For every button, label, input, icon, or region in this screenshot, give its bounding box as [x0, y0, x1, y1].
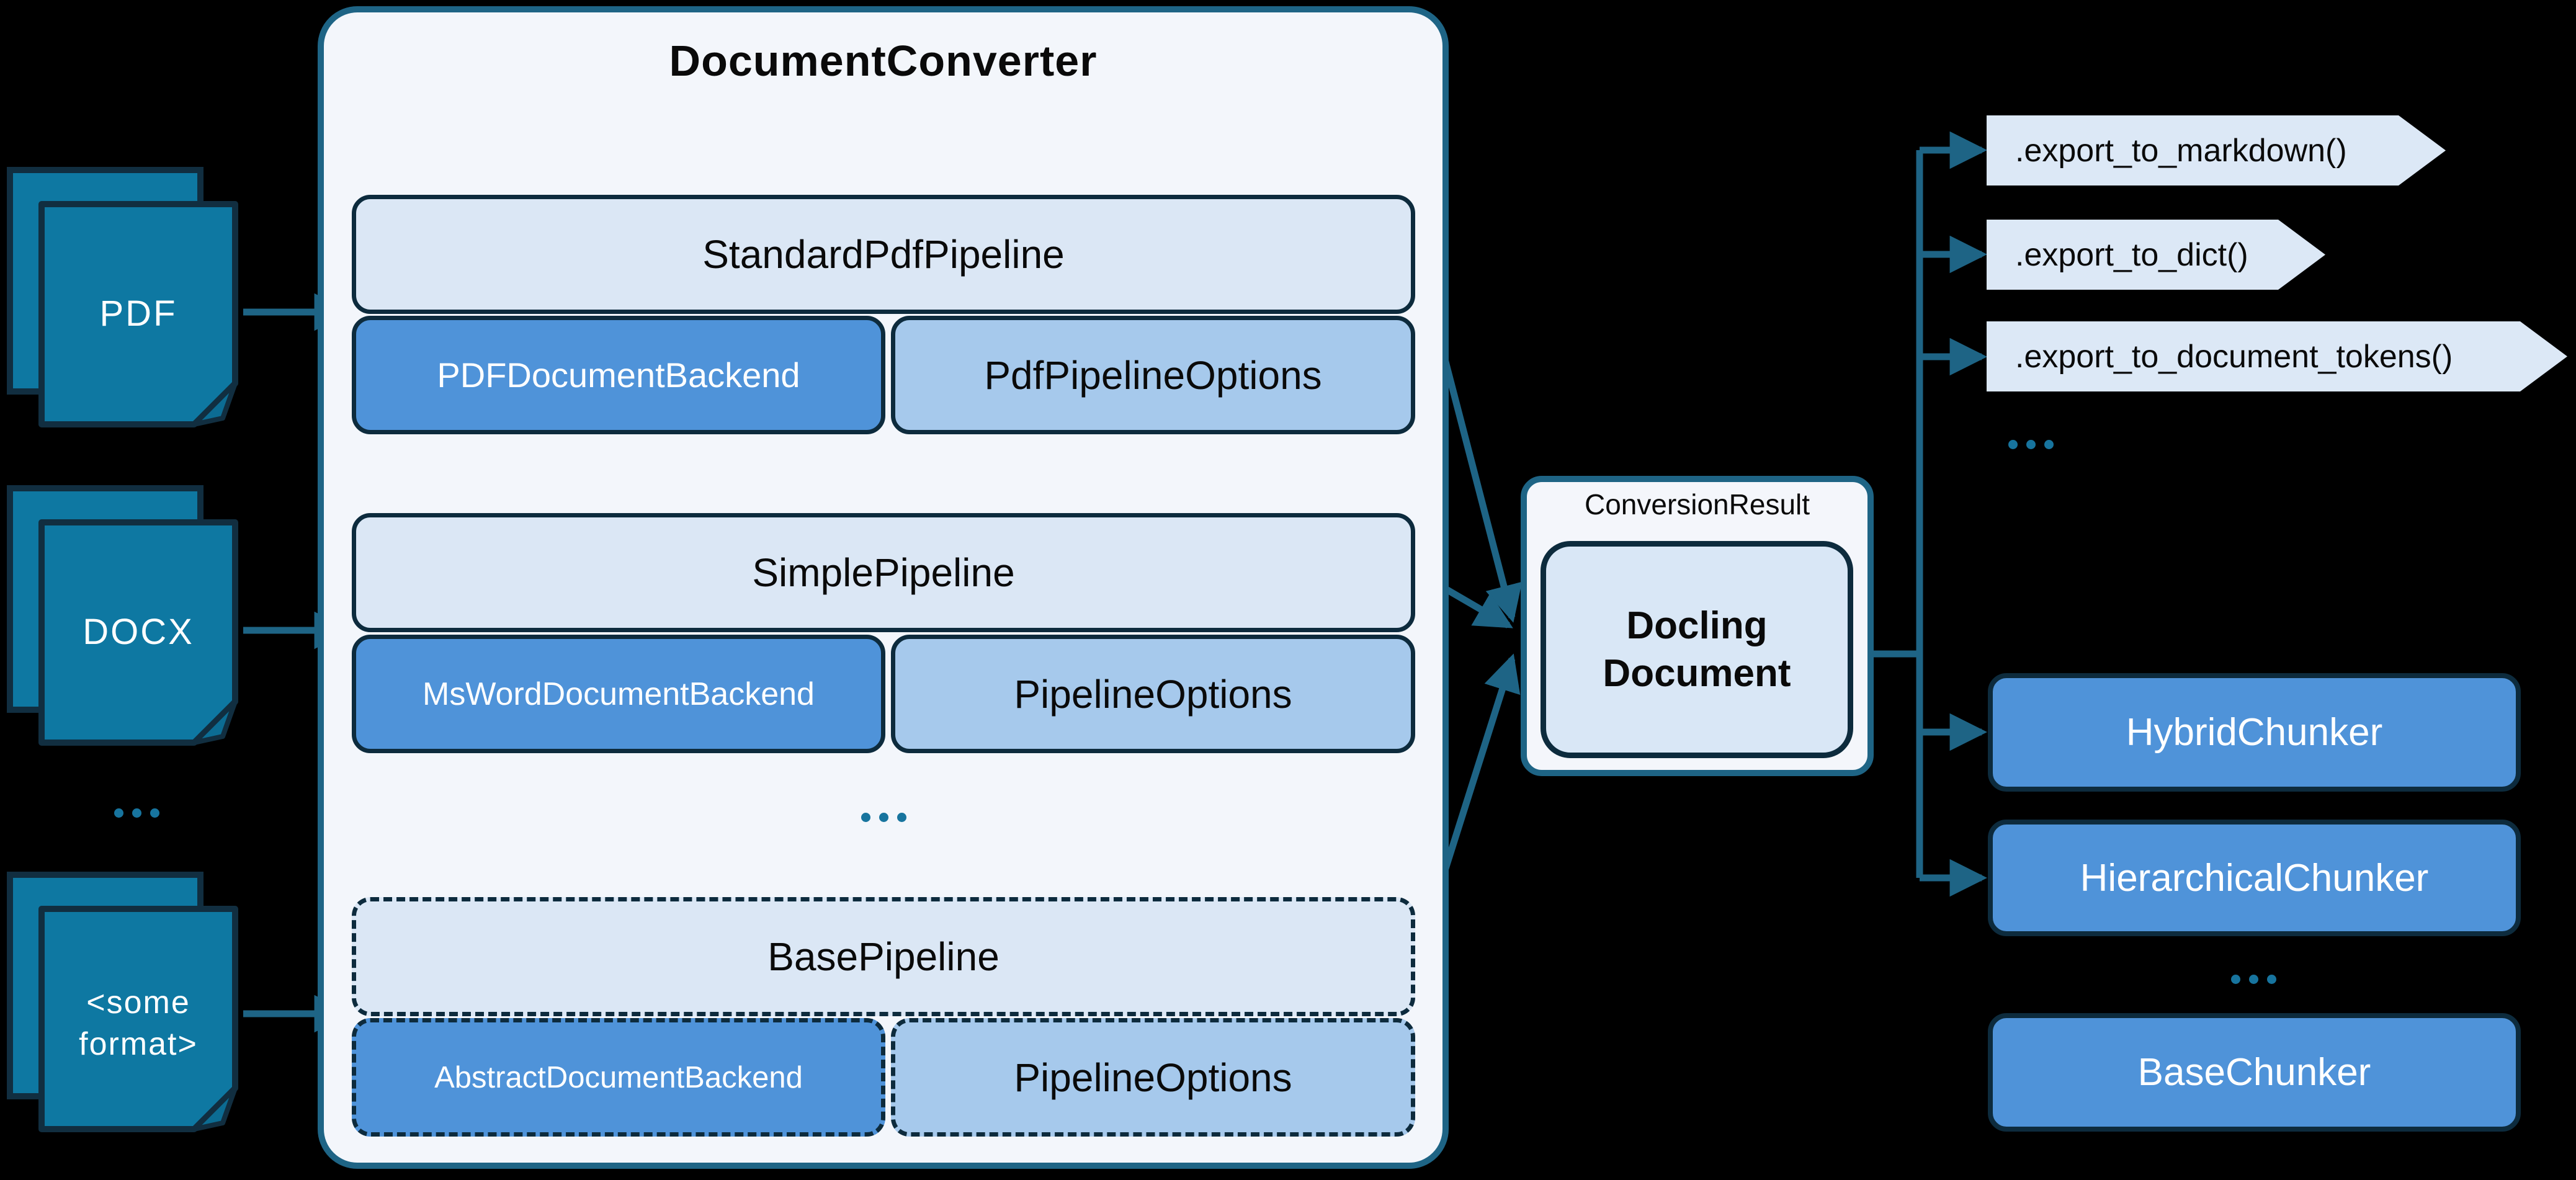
chunker-label: HybridChunker	[2126, 711, 2383, 754]
docling-document-box: Docling Document	[1541, 541, 1853, 758]
source-label-line1: <some	[86, 985, 190, 1021]
options-label: PipelineOptions	[1014, 1055, 1292, 1100]
backend-label: PDFDocumentBackend	[437, 355, 800, 395]
export-chevron-document-tokens: .export_to_document_tokens()	[1987, 321, 2567, 391]
export-label: .export_to_dict()	[2015, 236, 2248, 273]
page-fold	[192, 381, 238, 427]
page-fold	[192, 1086, 238, 1132]
backend-box-msword: MsWordDocumentBackend	[352, 635, 885, 753]
export-chevron-markdown: .export_to_markdown()	[1987, 115, 2446, 185]
sources-ellipsis-dots	[109, 803, 164, 822]
source-label-line2: format>	[79, 1026, 198, 1062]
export-chevron-dict: .export_to_dict()	[1987, 220, 2325, 290]
export-label: .export_to_document_tokens()	[2015, 338, 2453, 375]
backend-label: AbstractDocumentBackend	[434, 1060, 803, 1094]
converter-ellipsis-dots	[856, 808, 911, 826]
source-icon-docx: DOCX	[7, 485, 238, 746]
source-label: PDF	[100, 293, 177, 334]
docling-document-line2: Document	[1603, 652, 1791, 695]
chunker-box-base: BaseChunker	[1988, 1013, 2521, 1132]
options-label: PipelineOptions	[1014, 671, 1292, 717]
exports-ellipsis-dots	[2003, 435, 2059, 454]
pipeline-label: SimplePipeline	[752, 550, 1015, 595]
export-label: .export_to_markdown()	[2015, 132, 2347, 169]
docling-document-line1: Docling	[1626, 604, 1768, 647]
source-icon-some-format: <some format>	[7, 872, 238, 1132]
pipeline-box-base: BasePipeline	[352, 897, 1415, 1016]
options-box-simple: PipelineOptions	[891, 635, 1415, 753]
pipeline-label: BasePipeline	[767, 934, 1000, 979]
options-label: PdfPipelineOptions	[984, 352, 1322, 398]
backend-box-pdf: PDFDocumentBackend	[352, 316, 885, 434]
backend-label: MsWordDocumentBackend	[423, 676, 815, 712]
conversion-result-title: ConversionResult	[1584, 488, 1810, 521]
document-converter-title: DocumentConverter	[669, 37, 1098, 85]
pipeline-box-simple: SimplePipeline	[352, 513, 1415, 632]
pipeline-label: StandardPdfPipeline	[702, 232, 1065, 277]
source-label: DOCX	[83, 612, 194, 652]
chunker-box-hybrid: HybridChunker	[1988, 673, 2521, 792]
options-box-pdf: PdfPipelineOptions	[891, 316, 1415, 434]
backend-box-abstract: AbstractDocumentBackend	[352, 1018, 885, 1137]
chunker-label: HierarchicalChunker	[2080, 856, 2429, 900]
chunkers-ellipsis-dots	[2225, 970, 2281, 988]
page-fold	[192, 699, 238, 745]
options-box-base: PipelineOptions	[891, 1018, 1415, 1137]
pipeline-box-standardpdf: StandardPdfPipeline	[352, 195, 1415, 314]
chunker-box-hierarchical: HierarchicalChunker	[1988, 820, 2521, 936]
source-icon-pdf: PDF	[7, 167, 238, 427]
chunker-label: BaseChunker	[2137, 1051, 2371, 1094]
